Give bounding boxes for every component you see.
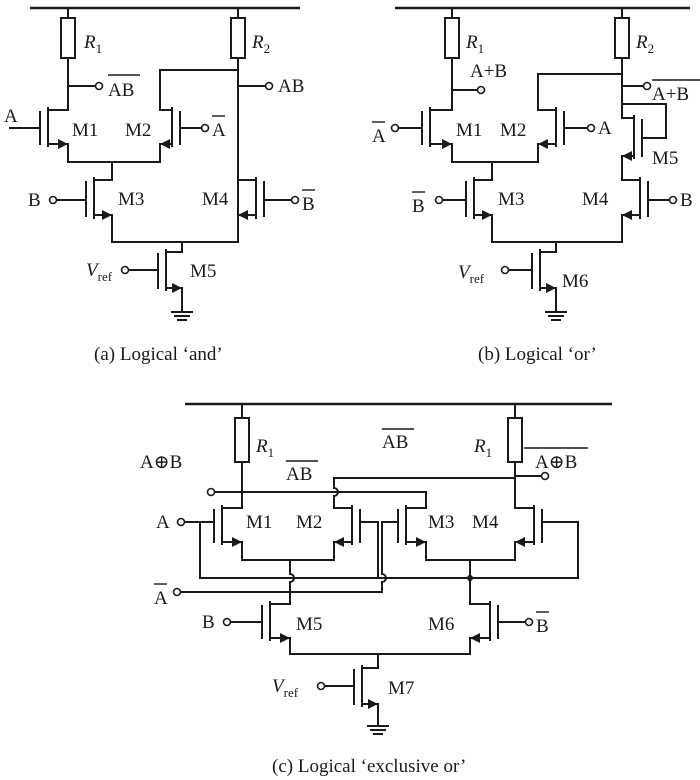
output-label-ab-a: AB: [278, 76, 304, 97]
svg-text:R1: R1: [465, 32, 484, 56]
input-label-nota-a: A: [212, 120, 226, 141]
svg-text:M1: M1: [72, 120, 98, 141]
vref-label-b: Vref: [458, 262, 485, 286]
resistor-r1-right-c: [507, 417, 523, 463]
transistor-m3-a: [85, 177, 113, 220]
svg-text:M6: M6: [428, 614, 454, 635]
ground-symbol-c: [367, 725, 389, 735]
input-label-nota-b: A: [372, 126, 386, 147]
ground-symbol-a: [171, 311, 193, 321]
input-label-notb-a: B: [302, 194, 315, 215]
transistor-m4-c: [514, 505, 543, 547]
svg-text:R1: R1: [473, 436, 492, 460]
resistor-r2-a: [230, 17, 246, 59]
resistor-r1-left-c: [234, 417, 250, 463]
transistor-m5-c: [261, 601, 291, 643]
panel-a-and-gate: R1 AB R2 AB A M1: [4, 6, 315, 365]
output-label-nab-a: AB: [108, 80, 134, 101]
svg-text:M7: M7: [388, 678, 414, 699]
output-label-nor-b: A+B: [652, 84, 689, 105]
transistor-m4-b: [621, 177, 649, 220]
transistor-m3-c: [397, 505, 427, 547]
label-nab-c: AB: [286, 464, 312, 485]
input-label-b-a: B: [28, 190, 41, 211]
svg-text:R1: R1: [83, 32, 102, 56]
input-label-a-b: A: [598, 118, 612, 139]
svg-text:M2: M2: [296, 512, 322, 533]
output-label-or-b: A+B: [470, 61, 507, 82]
transistor-m6-b: [531, 249, 557, 293]
svg-text:M4: M4: [472, 512, 499, 533]
panel-c-xor-gate: R1 A⊕B R1 A⊕B AB AB: [140, 402, 612, 777]
svg-text:M3: M3: [428, 512, 454, 533]
svg-text:M1: M1: [246, 512, 272, 533]
resistor-r1-b: [444, 17, 460, 59]
transistor-m5-a: [157, 249, 183, 293]
svg-text:M4: M4: [582, 189, 609, 210]
input-label-notb-c: B: [536, 616, 549, 637]
svg-text:M6: M6: [562, 271, 588, 292]
output-label-xnor-c: A⊕B: [535, 452, 577, 473]
output-terminal-nab-a: [94, 81, 104, 91]
panel-b-or-gate: R1 A+B R2 A+B A M1: [372, 6, 700, 365]
svg-text:M5: M5: [296, 614, 322, 635]
transistor-m5-b: [621, 103, 667, 161]
transistor-m4-a: [237, 177, 265, 220]
resistor-r2-b: [614, 17, 630, 59]
svg-text:M2: M2: [125, 120, 151, 141]
transistor-m1-a: [39, 107, 69, 149]
vref-label-a: Vref: [86, 260, 113, 284]
caption-c: (c) Logical ‘exclusive or’: [272, 756, 466, 777]
svg-text:M3: M3: [498, 189, 524, 210]
input-label-nota-c: A: [154, 588, 168, 609]
input-label-b-c: B: [202, 612, 215, 633]
input-label-b-b: B: [680, 190, 693, 211]
svg-text:R2: R2: [635, 32, 654, 56]
output-label-xor-c: A⊕B: [140, 452, 182, 473]
transistor-m3-b: [465, 177, 493, 220]
svg-text:M4: M4: [202, 189, 229, 210]
ground-symbol-b: [545, 311, 567, 321]
svg-text:M5: M5: [652, 148, 678, 169]
svg-text:M1: M1: [456, 120, 482, 141]
input-label-a-a: A: [4, 106, 18, 127]
transistor-m6-c: [469, 601, 499, 643]
svg-text:M2: M2: [500, 120, 526, 141]
caption-b: (b) Logical ‘or’: [478, 344, 597, 365]
caption-a: (a) Logical ‘and’: [94, 344, 223, 365]
vref-label-c: Vref: [272, 676, 299, 700]
input-label-a-c: A: [156, 512, 170, 533]
transistor-m2-b: [537, 107, 565, 149]
transistor-m2-c: [333, 505, 361, 547]
resistor-r1-a: [60, 17, 76, 59]
transistor-m1-c: [213, 505, 243, 547]
transistor-m7-c: [353, 665, 379, 709]
svg-text:M5: M5: [190, 261, 216, 282]
svg-text:R1: R1: [255, 436, 274, 460]
transistor-m2-a: [159, 107, 181, 149]
svg-text:R2: R2: [251, 32, 270, 56]
input-label-notb-b: B: [412, 196, 425, 217]
label-nab-top-c: AB: [382, 432, 408, 453]
svg-text:M3: M3: [118, 189, 144, 210]
transistor-m1-b: [421, 107, 453, 149]
